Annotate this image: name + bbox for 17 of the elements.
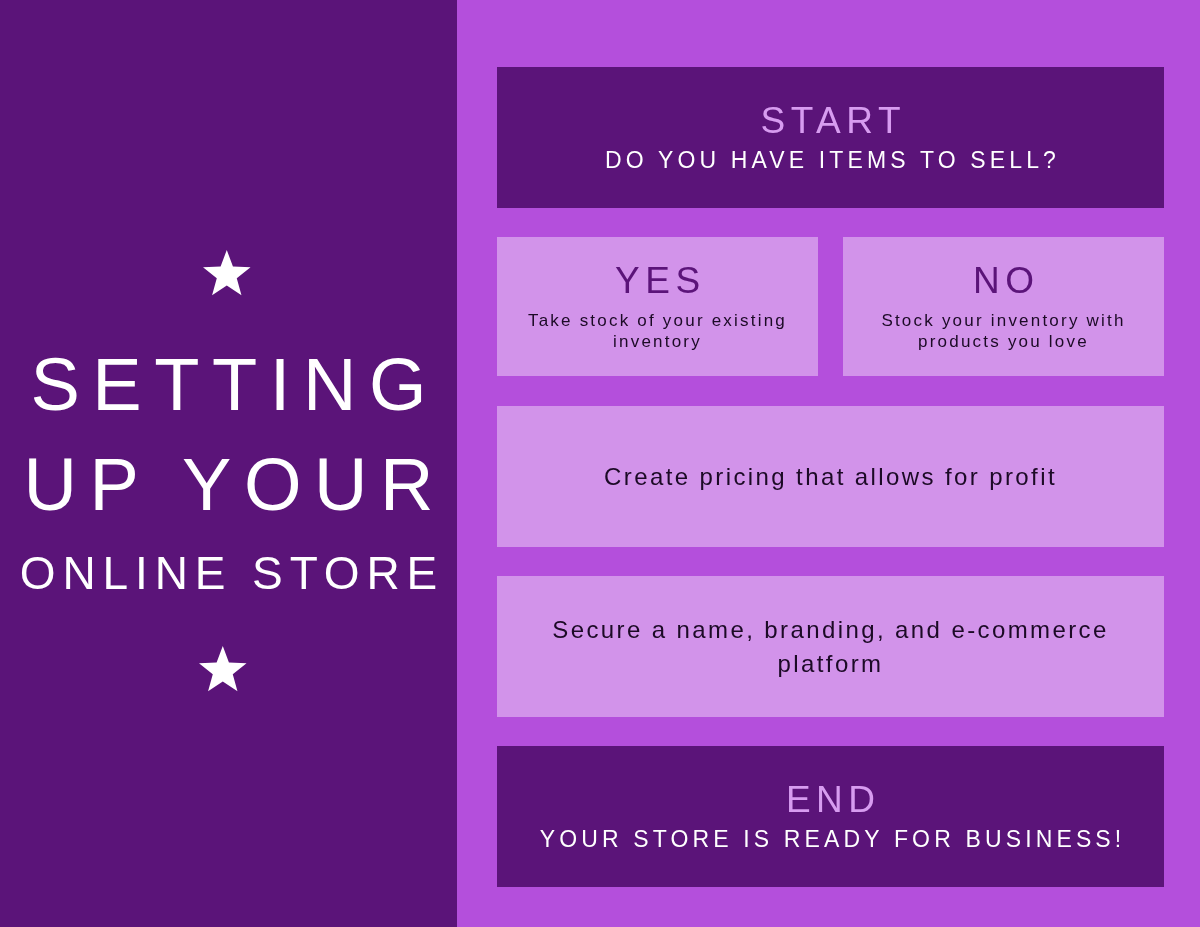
- process-box: [497, 576, 1164, 717]
- step-text: Secure a name, branding, and e-commerce platform: [551, 614, 1110, 679]
- step-description: Stock your inventory with products you love: [880, 311, 1127, 353]
- step-description: DO YOU HAVE ITEMS TO SELL?: [605, 147, 1060, 175]
- end-box: [497, 746, 1164, 887]
- step-heading: NO: [972, 260, 1040, 302]
- process-box: [497, 237, 818, 376]
- step-heading: END: [785, 779, 881, 821]
- step-description: YOUR STORE IS READY FOR BUSINESS!: [539, 826, 1126, 854]
- step-text: Create pricing that allows for profit: [604, 461, 1057, 492]
- process-box: [843, 237, 1164, 376]
- process-box: [497, 406, 1164, 547]
- step-description: Take stock of your existing inventory: [526, 311, 788, 353]
- start-box: [497, 67, 1164, 208]
- step-heading: START: [760, 100, 907, 142]
- step-heading: YES: [614, 260, 706, 302]
- page-title: SETTING UP YOUR ONLINE STORE: [18, 342, 448, 601]
